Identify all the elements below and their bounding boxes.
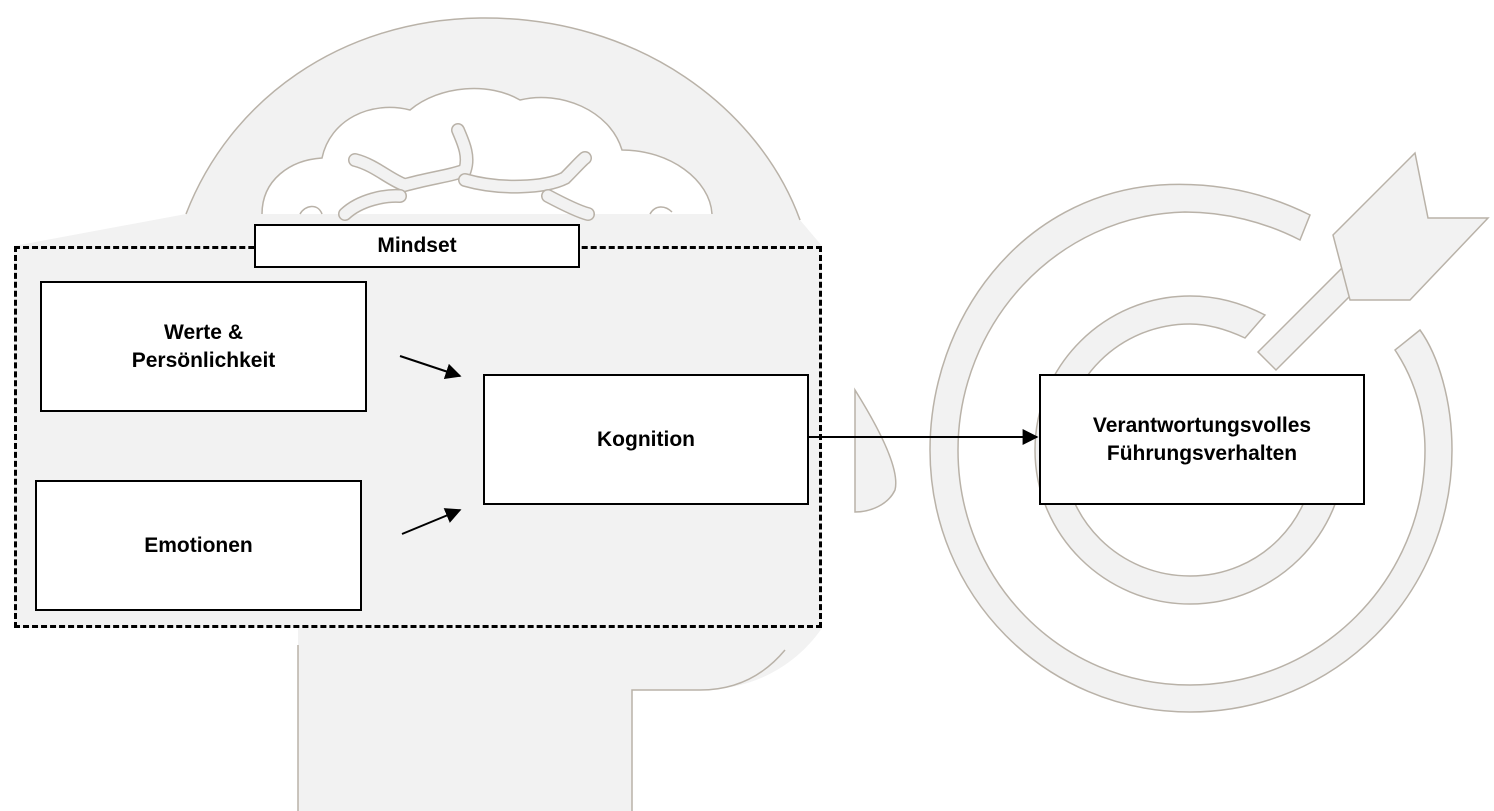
head-brain-icon bbox=[14, 17, 897, 811]
node-werte-persoenlichkeit: Werte & Persönlichkeit bbox=[40, 281, 367, 412]
mindset-label: Mindset bbox=[254, 224, 580, 268]
node-emotionen: Emotionen bbox=[35, 480, 362, 611]
node-fuehrungsverhalten: Verantwortungsvolles Führungsverhalten bbox=[1039, 374, 1365, 505]
node-kognition: Kognition bbox=[483, 374, 809, 505]
